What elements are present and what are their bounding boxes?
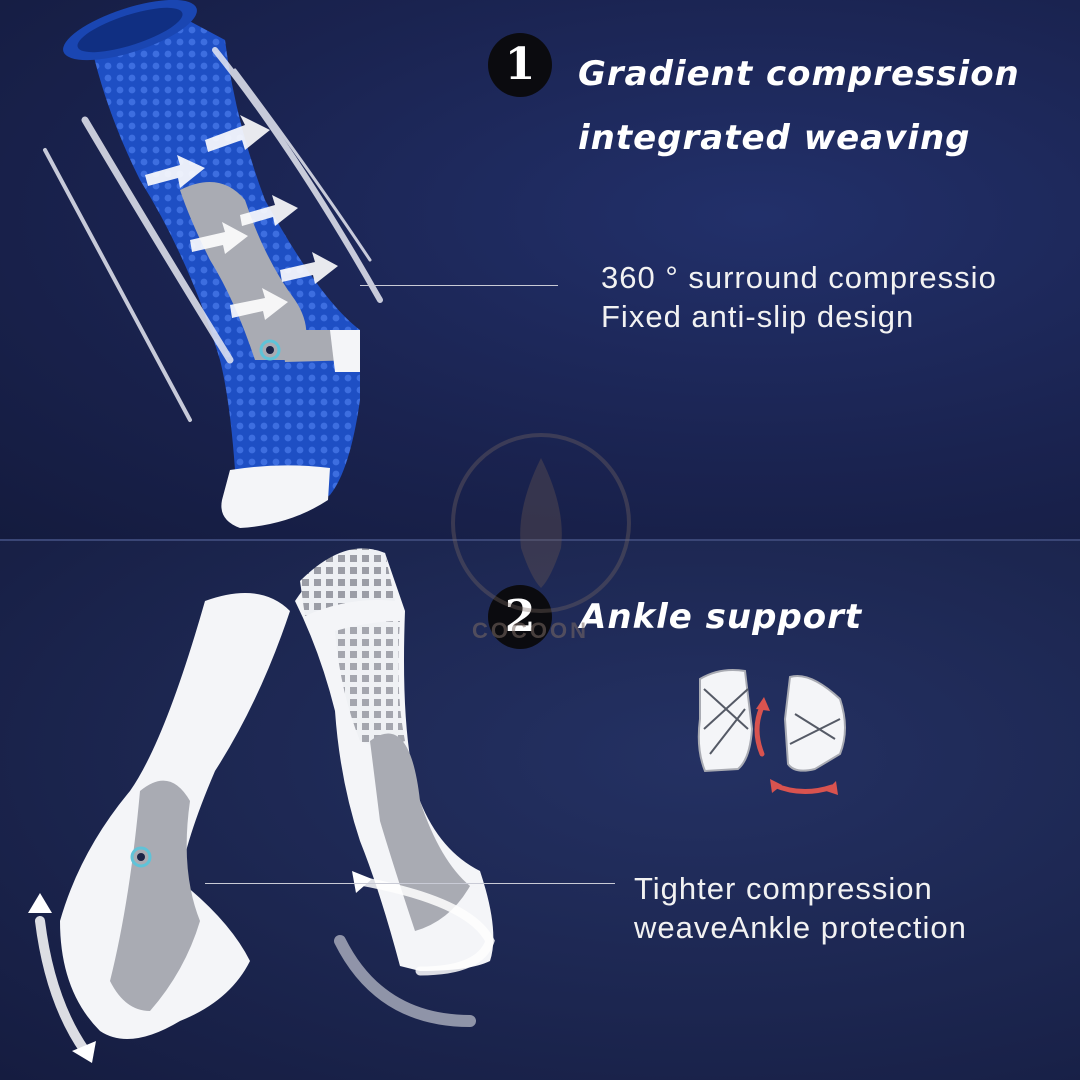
number-badge-icon: 2 [488,585,552,649]
point-marker-icon [130,846,152,868]
feature-title: Ankle support [580,597,863,637]
callout-leader-line [205,883,615,884]
caption-line-2: weaveAnkle protection [634,910,967,945]
caption-line-1: 360 ° surround compressio [601,260,997,295]
number-badge-icon: 1 [488,33,552,97]
feature-panel-compression: 1 Gradient compression integrated weavin… [0,0,1080,540]
feature-caption: Tighter compression weaveAnkle protectio… [634,869,967,947]
caption-line-1: Tighter compression [634,871,933,906]
panel-divider [0,539,1080,541]
white-socks-image [28,548,495,1063]
feature-title-line-1: Gradient compression [578,54,1020,94]
feature-title-line-2: integrated weaving [578,118,971,158]
feature-caption: 360 ° surround compressio Fixed anti-sli… [601,258,997,336]
brand-watermark-text: COCOON [472,618,589,643]
ankle-support-diagram [697,669,846,795]
feature-panel-ankle: 2 Ankle support Tighter compression weav… [0,541,1080,1080]
point-marker-icon [259,339,281,361]
blue-sock-image [43,0,383,528]
caption-line-2: Fixed anti-slip design [601,299,915,334]
callout-leader-line [360,285,558,286]
